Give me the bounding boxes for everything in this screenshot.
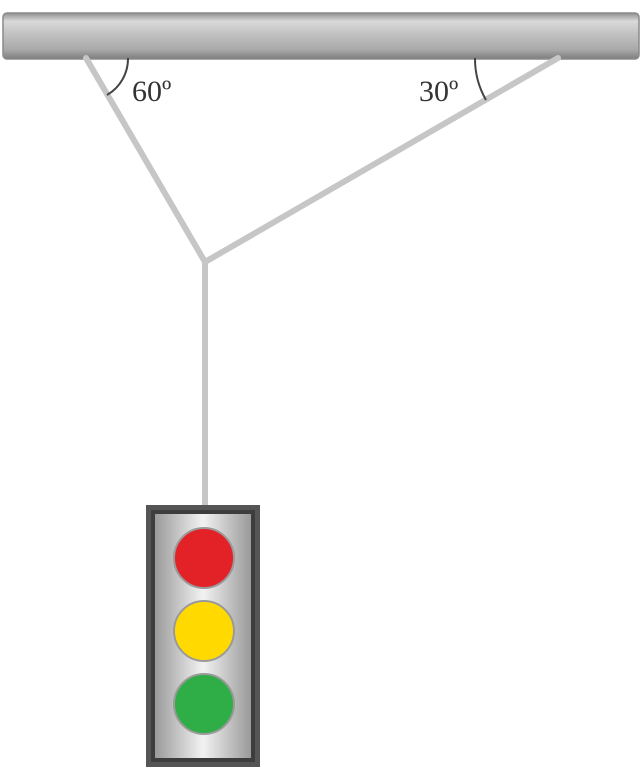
- right-rope: [202, 55, 561, 265]
- left-angle-label: 60º: [132, 75, 171, 108]
- right-angle-arc: [473, 57, 487, 101]
- ceiling-beam: [2, 12, 640, 60]
- yellow-light: [173, 600, 235, 662]
- traffic-light: [146, 505, 260, 767]
- green-light: [173, 673, 235, 735]
- ropes: [83, 55, 561, 508]
- left-rope: [83, 55, 208, 265]
- left-angle-arc: [106, 57, 130, 96]
- right-angle-label: 30º: [419, 75, 458, 108]
- red-light: [173, 527, 235, 589]
